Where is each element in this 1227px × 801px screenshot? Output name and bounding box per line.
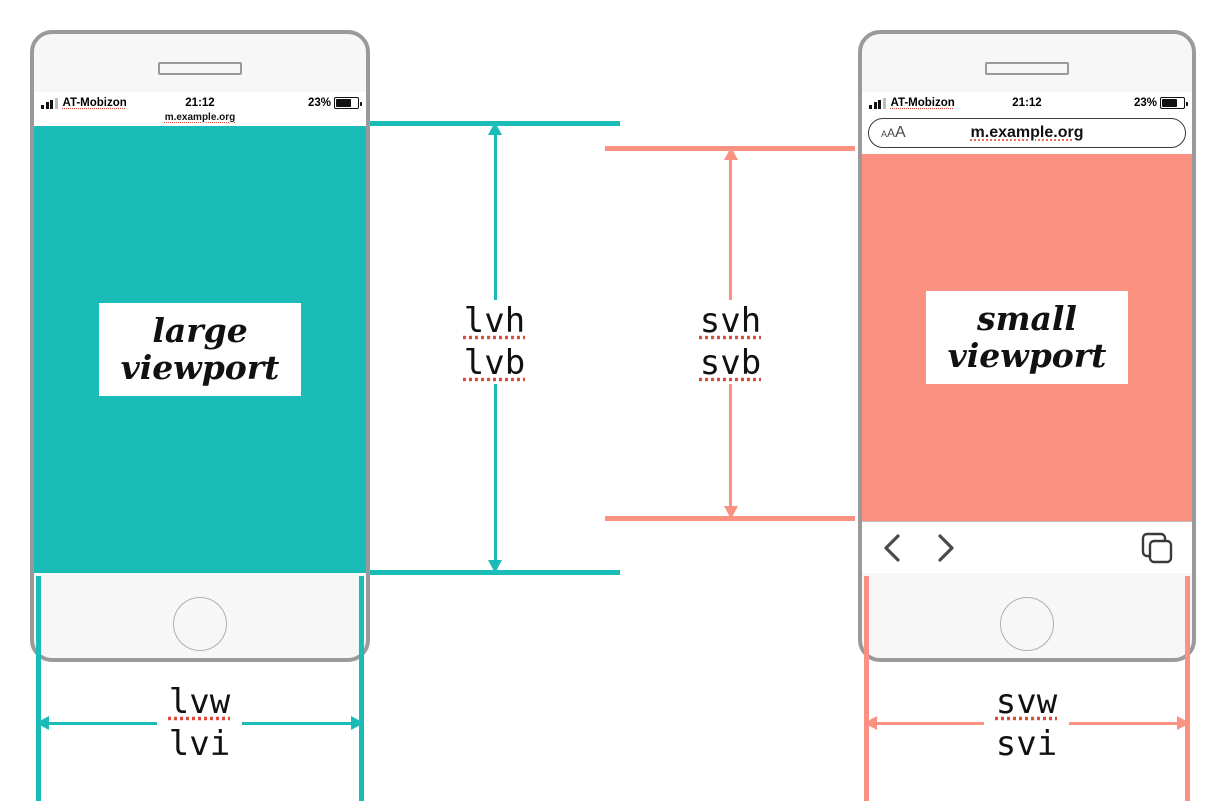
home-button[interactable] (1000, 597, 1054, 651)
svh-arrow-down-icon (723, 506, 738, 519)
carrier-label: AT-Mobizon (62, 97, 127, 109)
text-size-medium-a: A (887, 126, 896, 140)
lvw-arrow-line-left (40, 721, 188, 725)
url-row-minimal[interactable]: m.example.org (34, 112, 366, 126)
svb-label: svb (699, 343, 762, 384)
large-viewport-fill: large viewport (34, 126, 366, 573)
url-text: m.example.org (869, 124, 1185, 142)
svw-arrow-line-left (868, 721, 1015, 725)
lvh-lvb-label-group: lvh lvb (452, 300, 537, 385)
text-size-small-a: A (881, 129, 888, 139)
svh-label: svh (699, 301, 762, 341)
small-viewport-label-line1: small (977, 298, 1077, 338)
status-bar: AT-Mobizon 21:12 23% (34, 92, 366, 114)
small-viewport-label: small viewport (925, 290, 1129, 385)
lvb-label: lvb (463, 343, 526, 384)
url-label: m.example.org (970, 124, 1084, 141)
carrier-label: AT-Mobizon (890, 97, 955, 109)
battery-percent-label: 23% (307, 97, 331, 109)
phone-speaker-grille (158, 62, 242, 75)
svw-svi-label-group: svw svi (984, 681, 1069, 766)
battery-icon (1160, 97, 1188, 109)
lvw-arrow-left-icon (36, 716, 49, 730)
svw-label: svw (995, 682, 1058, 722)
svw-left-vertical-guide (864, 576, 869, 801)
svw-arrow-right-icon (1177, 716, 1190, 730)
signal-bars-icon (869, 97, 886, 109)
large-viewport-label-line1: large (152, 310, 248, 350)
svw-right-vertical-guide (1185, 576, 1190, 801)
browser-nav-bar (862, 521, 1192, 573)
url-label: m.example.org (164, 112, 236, 123)
signal-bars-icon (41, 97, 58, 109)
text-size-large-a: A (895, 124, 906, 141)
svw-arrow-left-icon (864, 716, 877, 730)
status-bar: AT-Mobizon 21:12 23% (862, 92, 1192, 114)
lvw-label: lvw (168, 682, 231, 722)
large-viewport-phone: AT-Mobizon 21:12 23% m.example.org large… (30, 30, 370, 662)
tabs-icon[interactable] (1140, 531, 1174, 565)
svw-arrow-line-right (1039, 721, 1186, 725)
battery-percent-label: 23% (1133, 97, 1157, 109)
svh-arrow-up-icon (723, 147, 738, 160)
phone-speaker-grille (985, 62, 1069, 75)
large-viewport-label: large viewport (98, 302, 302, 397)
battery-icon (334, 97, 362, 109)
lvw-arrow-line-right (212, 721, 360, 725)
lvh-arrow-up-icon (488, 122, 502, 135)
svi-label: svi (995, 724, 1058, 765)
lvh-label: lvh (463, 301, 526, 341)
svh-svb-label-group: svh svb (688, 300, 773, 385)
lvw-arrow-right-icon (351, 716, 364, 730)
large-viewport-label-line2: viewport (120, 347, 280, 387)
lvi-label: lvi (168, 724, 231, 765)
lvh-arrow-down-icon (488, 560, 502, 573)
small-viewport-fill: small viewport (862, 154, 1192, 521)
lvw-lvi-label-group: lvw lvi (157, 681, 242, 766)
chevron-right-icon[interactable] (934, 533, 958, 563)
small-viewport-label-line2: viewport (947, 335, 1107, 375)
lvw-left-vertical-guide (36, 576, 41, 801)
home-button[interactable] (173, 597, 227, 651)
chevron-left-icon[interactable] (880, 533, 904, 563)
lvw-right-vertical-guide (359, 576, 364, 801)
